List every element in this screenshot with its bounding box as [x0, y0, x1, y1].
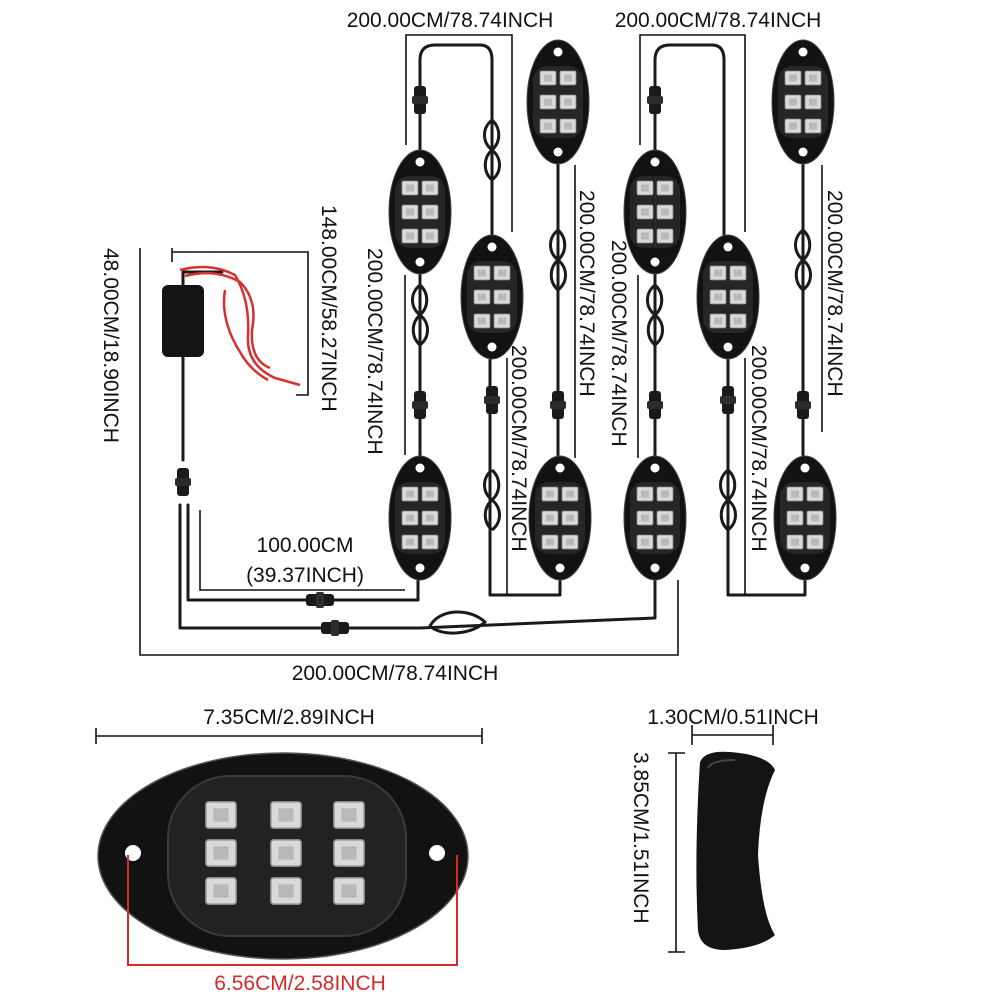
pod-center-link-c-label: 200.00CM/78.74INCH [607, 240, 630, 447]
pod-height-label: 3.85CM/1.51INCH [629, 752, 652, 924]
bottom-span-label: 200.00CM/78.74INCH [292, 662, 499, 685]
pod-center-link-a-label: 200.00CM/78.74INCH [575, 190, 598, 397]
led-pod [529, 456, 591, 580]
pod-left-link-label: 200.00CM/78.74INCH [363, 248, 386, 455]
pod-side-view: 1.30CM/0.51INCH 3.85CM/1.51INCH [629, 706, 819, 953]
led-pod [697, 235, 759, 359]
branch-length-label-line1: 100.00CM [257, 534, 354, 557]
controller-to-pod-label: 148.00CM/58.27INCH [317, 205, 340, 412]
pod-right-link-a-label: 200.00CM/78.74INCH [747, 345, 770, 552]
led-pod [774, 456, 836, 580]
cable-harness [178, 43, 807, 630]
controller-drop-label: 48.00CM/18.90INCH [99, 248, 122, 443]
hole-spacing-label: 6.56CM/2.58INCH [214, 972, 386, 995]
led-chip-grid [204, 800, 366, 906]
pod-length-label: 7.35CM/2.89INCH [203, 706, 375, 729]
control-box [162, 265, 301, 387]
led-pod [461, 235, 523, 359]
pod-thickness-label: 1.30CM/0.51INCH [647, 706, 819, 729]
cable-connectors [175, 86, 812, 636]
mounting-hole [429, 845, 445, 861]
dimension-lines [139, 34, 823, 656]
pod-center-link-b-label: 200.00CM/78.74INCH [507, 345, 530, 552]
pod-front-view: 7.35CM/2.89INCH 6.56CM/2.58INCH [95, 706, 483, 995]
dimension-labels: 200.00CM/78.74INCH 200.00CM/78.74INCH 14… [99, 9, 846, 685]
led-pod [624, 150, 686, 274]
led-pod [624, 456, 686, 580]
led-pod [389, 150, 451, 274]
branch-length-label-line2: (39.37INCH) [246, 564, 364, 587]
led-pod [772, 40, 834, 164]
top-right-span-label: 200.00CM/78.74INCH [615, 9, 822, 32]
top-left-span-label: 200.00CM/78.74INCH [347, 9, 554, 32]
pod-right-link-b-label: 200.00CM/78.74INCH [823, 190, 846, 397]
led-pod [389, 456, 451, 580]
led-pod [527, 40, 589, 164]
